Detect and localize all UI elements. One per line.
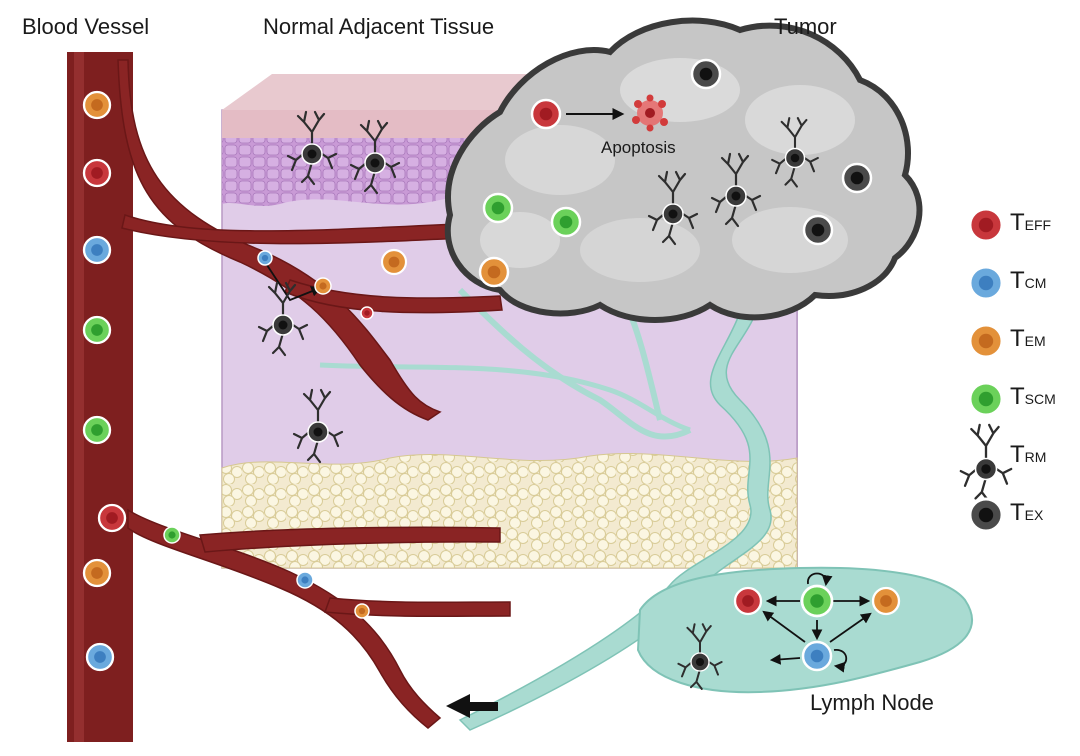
legend-label-main: T — [1010, 441, 1025, 468]
legend-label-main: T — [1010, 383, 1025, 410]
t-ex-cell — [841, 162, 873, 194]
lymphatic-branch — [457, 287, 692, 440]
legend-label-sub: EM — [1024, 333, 1046, 349]
tumor-lobule — [580, 218, 700, 282]
t-eff-cell — [530, 98, 562, 130]
t-em-cell — [314, 277, 332, 295]
t-rm-cell — [710, 152, 762, 228]
legend-scm-round-cell-icon — [968, 381, 1004, 417]
legend-rm-dendritic-cell-icon — [959, 423, 1013, 502]
t-ex-cell — [690, 58, 722, 90]
tumor-lobule — [745, 85, 855, 155]
legend-label-sub: RM — [1024, 449, 1047, 465]
lymphatic-vessel — [458, 289, 772, 731]
t-em-cell — [380, 248, 408, 276]
t-scm-cell — [82, 315, 112, 345]
blood-vessel-highlight — [74, 52, 84, 742]
label-lymph-node: Lymph Node — [810, 690, 934, 715]
t-cm-cell — [82, 235, 112, 265]
legend-ex-round-cell-icon — [968, 497, 1004, 533]
t-eff-cell — [360, 306, 374, 320]
legend-label-cm: TCM — [1010, 267, 1046, 295]
cell-layer — [82, 58, 901, 690]
t-rm-cell — [349, 119, 401, 195]
t-cm-cell — [296, 571, 314, 589]
vessel-branch-lower-3 — [323, 597, 511, 618]
migration-arrow — [264, 261, 323, 302]
t-rm-cell — [647, 170, 699, 246]
legend-label-eff: TEFF — [1010, 209, 1051, 237]
t-cm-cell — [257, 250, 273, 266]
t-rm-cell — [677, 623, 723, 690]
legend-label-scm: TSCM — [1010, 383, 1056, 411]
label-normal-adjacent-tissue: Normal Adjacent Tissue — [263, 14, 495, 39]
legend-label-em: TEM — [1010, 325, 1046, 353]
t-rm-cell — [292, 388, 344, 464]
tumor-lobule — [732, 207, 848, 273]
apoptotic-cell — [632, 94, 668, 132]
t-eff-cell — [82, 158, 112, 188]
t-ex-cell — [802, 214, 834, 246]
t-em-cell — [82, 90, 112, 120]
legend-icons — [959, 207, 1013, 533]
t-scm-cell — [800, 584, 834, 618]
t-cm-cell — [85, 642, 115, 672]
t-em-cell — [478, 256, 510, 288]
label-apoptosis: Apoptosis — [601, 138, 676, 157]
flow-arrow — [446, 694, 498, 718]
legend-label-main: T — [1010, 209, 1025, 236]
tumor-lobule — [505, 125, 615, 195]
legend-label-sub: EX — [1024, 507, 1044, 523]
t-rm-cell — [771, 117, 819, 188]
t-em-cell — [871, 586, 901, 616]
t-eff-cell — [733, 586, 763, 616]
legend-label-rm: TRM — [1010, 441, 1046, 469]
t-cm-cell — [801, 640, 833, 672]
legend-cm-round-cell-icon — [968, 265, 1004, 301]
legend-label-main: T — [1010, 325, 1025, 352]
fat-layer — [221, 453, 798, 569]
t-scm-cell — [82, 415, 112, 445]
t-scm-cell — [482, 192, 514, 224]
legend-em-round-cell-icon — [968, 323, 1004, 359]
t-rm-cell — [286, 110, 338, 186]
t-em-cell — [354, 603, 370, 619]
t-em-cell — [82, 558, 112, 588]
legend-label-sub: CM — [1024, 275, 1047, 291]
legend-eff-round-cell-icon — [968, 207, 1004, 243]
t-scm-cell — [550, 206, 582, 238]
lymph-node-differentiation-arrows — [762, 572, 872, 673]
legend-label-main: T — [1010, 267, 1025, 294]
legend-label-sub: SCM — [1024, 391, 1056, 407]
vessel-branch-lower-2 — [199, 526, 501, 553]
legend-label-ex: TEX — [1010, 499, 1043, 527]
t-rm-cell — [257, 281, 309, 357]
t-scm-cell — [163, 526, 181, 544]
label-blood-vessel: Blood Vessel — [22, 14, 150, 39]
label-tumor: Tumor — [774, 14, 837, 39]
legend-label-sub: EFF — [1024, 217, 1052, 233]
lymph-node — [636, 566, 973, 694]
vessel-branch-upper-3 — [284, 279, 503, 314]
t-eff-cell — [97, 503, 127, 533]
vessel-branch-lower — [127, 508, 442, 729]
legend-label-main: T — [1010, 499, 1025, 526]
tumor-lobule — [480, 212, 560, 268]
